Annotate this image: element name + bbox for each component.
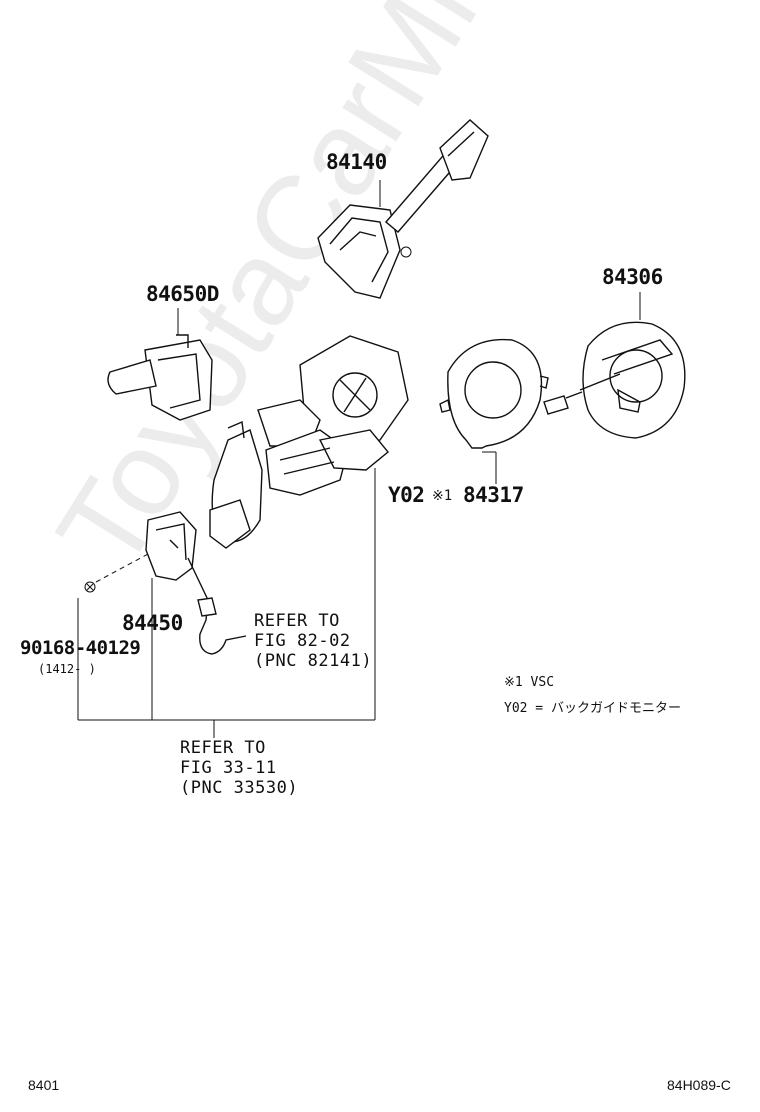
refer-33-line-1: REFER TO (180, 738, 266, 758)
label-84450: 84450 (122, 611, 183, 635)
label-note-mark: ※1 (432, 488, 453, 504)
refer-33-line-3: (PNC 33530) (180, 778, 299, 798)
leader-lines (77, 180, 641, 738)
refer-82-line-1: REFER TO (254, 611, 340, 631)
spiral-cable-84306-drawing (543, 321, 686, 439)
label-84306: 84306 (602, 265, 663, 289)
screw-leader-drawing (84, 552, 151, 593)
label-90168-40129: 90168-40129 (20, 637, 141, 659)
footer-page-code: 8401 (28, 1077, 60, 1093)
label-84650d: 84650D (146, 282, 219, 306)
label-84140: 84140 (326, 150, 387, 174)
footer-figure-code: 84H089-C (667, 1077, 731, 1093)
switch-84650d-drawing (107, 334, 213, 421)
note-y02: Y02 = バックガイドモニター (504, 701, 681, 716)
switch-84140-drawing (317, 119, 489, 299)
label-90168-range: (1412- ) (38, 662, 96, 676)
refer-82-line-2: FIG 82-02 (254, 631, 351, 651)
label-y02: Y02 (388, 483, 425, 507)
switch-84450-drawing (145, 511, 197, 581)
label-84317: 84317 (463, 483, 524, 507)
refer-82-line-3: (PNC 82141) (254, 651, 373, 671)
refer-fig-82-02: REFER TO FIG 82-02 (PNC 82141) (254, 611, 372, 671)
note-vsc: ※1 VSC (504, 675, 555, 690)
wire-harness-drawing (187, 557, 247, 655)
cover-84317-drawing (439, 338, 549, 449)
column-switch-body-drawing (209, 335, 409, 549)
refer-fig-33-11: REFER TO FIG 33-11 (PNC 33530) (180, 738, 298, 798)
refer-33-line-2: FIG 33-11 (180, 758, 277, 778)
